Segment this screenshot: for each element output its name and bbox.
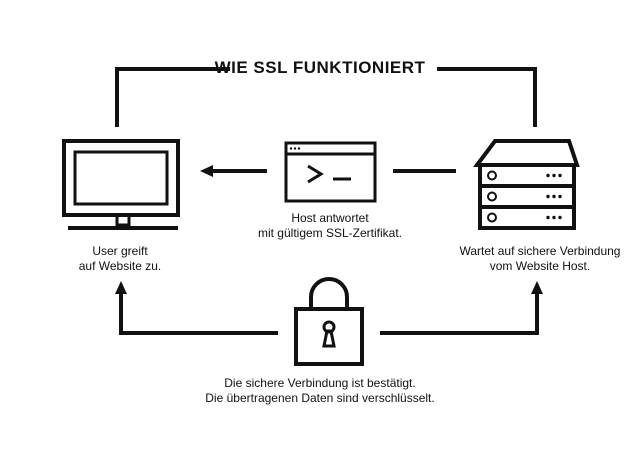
keyhole-icon xyxy=(322,320,336,348)
diagram-title: WIE SSL FUNKTIONIERT xyxy=(214,58,426,77)
lock-label-line1: Die sichere Verbindung ist bestätigt. xyxy=(224,376,416,390)
host-label-line2: mit gültigem SSL-Zertifikat. xyxy=(257,226,403,240)
server-icon xyxy=(473,139,580,230)
arrowhead-up-right xyxy=(531,281,543,294)
monitor-icon xyxy=(62,139,180,230)
top-connector-line xyxy=(115,67,230,127)
arrowhead-up-left xyxy=(115,281,127,294)
lock-to-user-line xyxy=(119,293,278,335)
lock-label: Die sichere Verbindung ist bestätigt. Di… xyxy=(170,376,470,406)
server-label: Wartet auf sichere Verbindung vom Websit… xyxy=(440,244,640,274)
host-label-line1: Host antwortet xyxy=(291,211,369,225)
lock-label-line2: Die übertragenen Daten sind verschlüssel… xyxy=(205,391,435,405)
user-label-line1: User greift xyxy=(92,244,148,258)
user-label-line2: auf Website zu. xyxy=(78,259,162,273)
terminal-window-icon xyxy=(284,141,377,203)
lock-to-server-line xyxy=(380,293,539,335)
padlock-icon xyxy=(294,277,364,366)
user-label: User greift auf Website zu. xyxy=(60,244,180,274)
server-label-line2: vom Website Host. xyxy=(489,259,591,273)
arrowhead-left xyxy=(200,165,213,177)
top-connector-line-right xyxy=(437,67,537,127)
host-label: Host antwortet mit gültigem SSL-Zertifik… xyxy=(230,211,430,241)
server-label-line1: Wartet auf sichere Verbindung xyxy=(459,244,621,258)
